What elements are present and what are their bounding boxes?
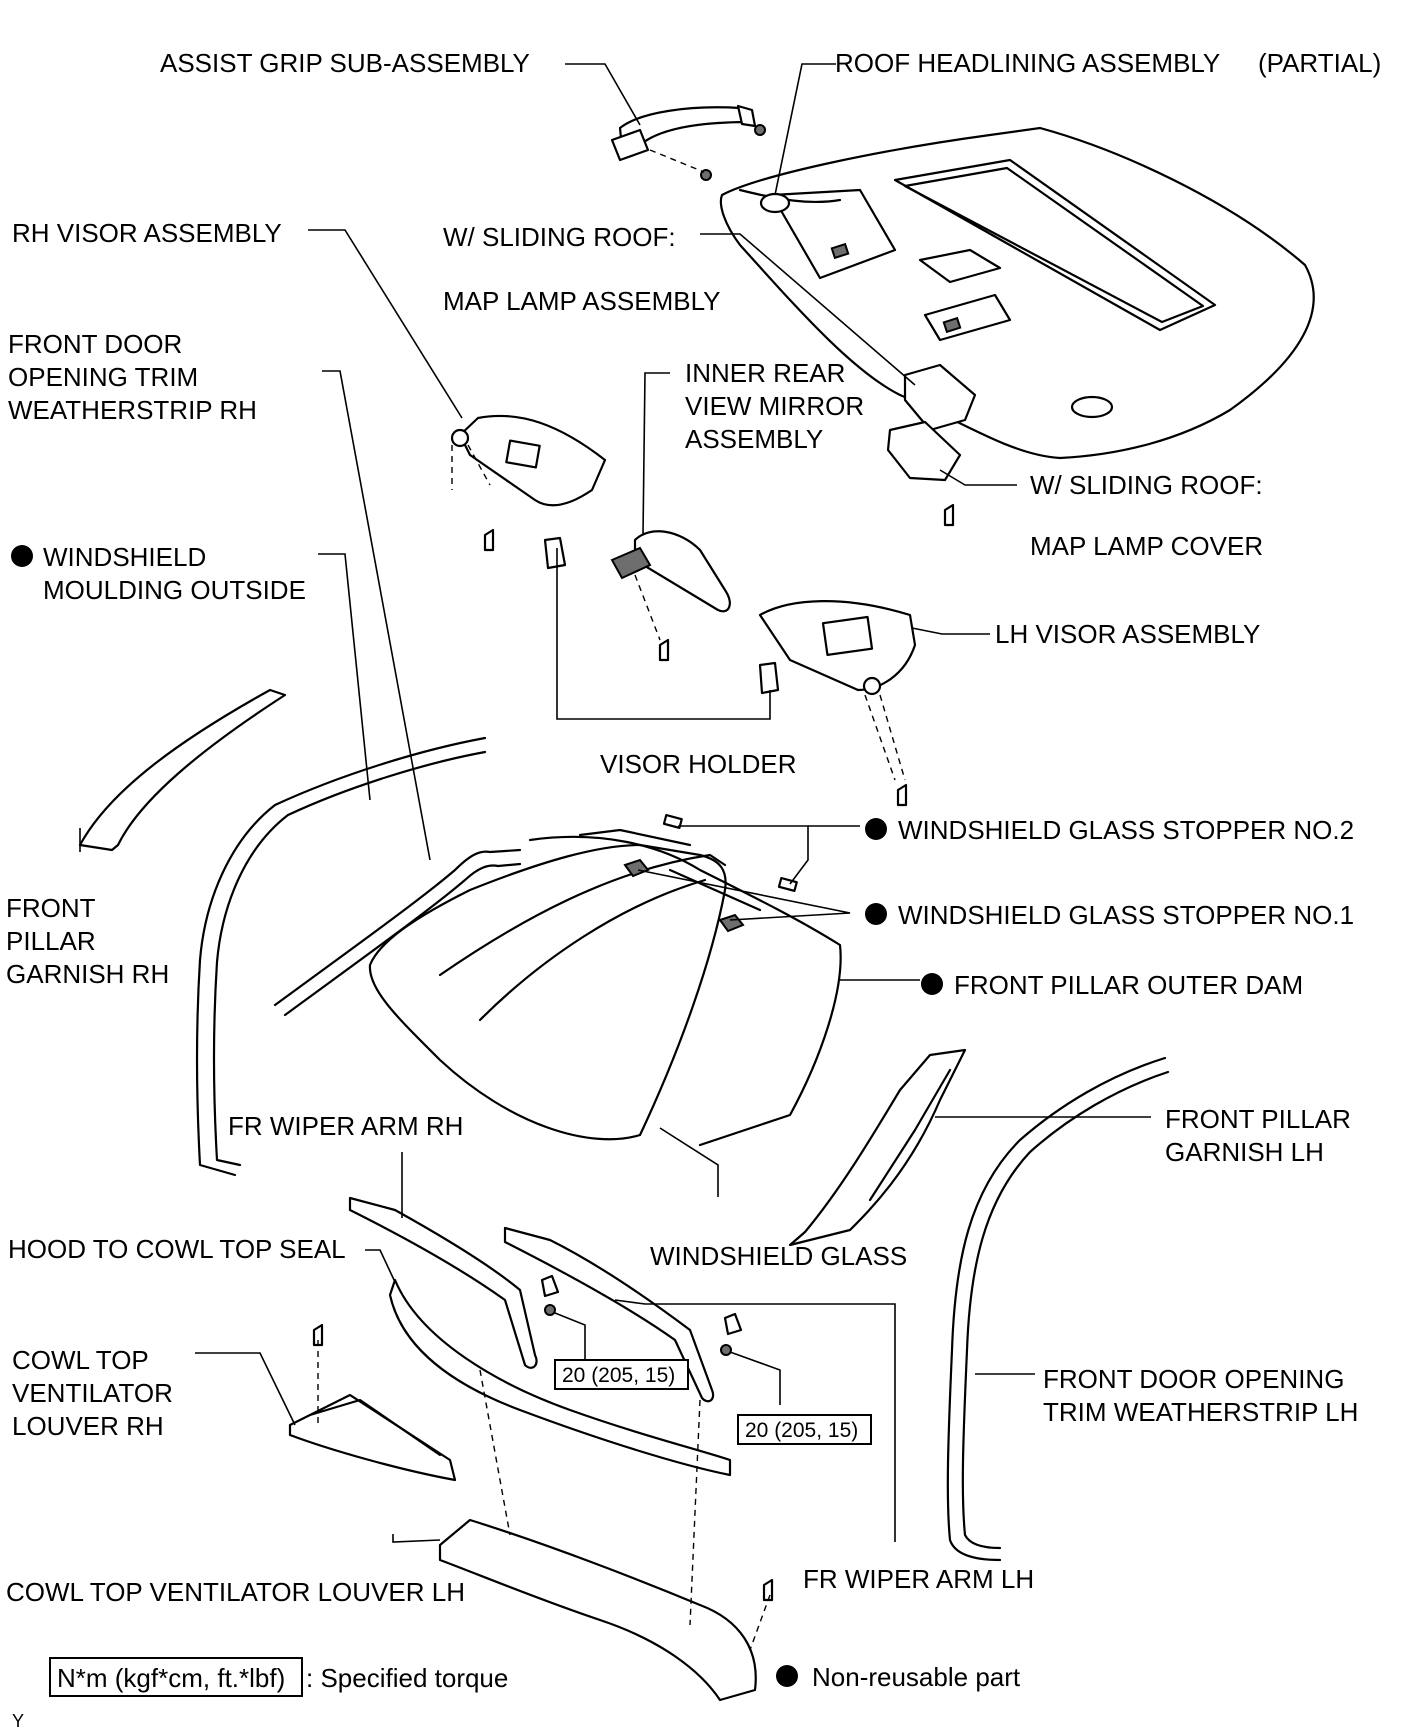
label-front-pillar-rh-3: GARNISH RH: [6, 959, 169, 989]
nonreusable-dot-outer-dam: [921, 973, 943, 995]
map-lamp-drawing: [886, 363, 977, 527]
front-pillar-outer-dam-drawing: [528, 828, 842, 1147]
label-sliding-roof-cover-2: MAP LAMP COVER: [1030, 531, 1263, 561]
label-front-pillar-lh-1: FRONT PILLAR: [1165, 1104, 1351, 1134]
label-windshield-glass: WINDSHIELD GLASS: [650, 1241, 907, 1271]
label-sliding-roof-lamp-1: W/ SLIDING ROOF:: [443, 222, 676, 252]
fr-wiper-arm-rh-drawing: [348, 1196, 538, 1369]
legend-torque-box: [49, 1657, 303, 1697]
label-front-pillar-rh-2: PILLAR: [6, 926, 96, 956]
label-front-door-trim-rh-2: OPENING TRIM: [8, 362, 198, 392]
legend-nonreusable-text: Non-reusable part: [812, 1662, 1021, 1692]
label-stopper-no1: WINDSHIELD GLASS STOPPER NO.1: [898, 900, 1354, 930]
legend-nonreusable-dot: [776, 1665, 798, 1687]
label-cowl-louver-rh-2: VENTILATOR: [12, 1378, 173, 1408]
cowl-louver-lh-drawing: [438, 1369, 774, 1702]
legend-torque-units: N*m (kgf*cm, ft.*lbf): [57, 1663, 285, 1693]
label-cowl-louver-rh-3: LOUVER RH: [12, 1411, 164, 1441]
rh-visor-drawing: [450, 414, 607, 552]
label-cowl-louver-rh-1: COWL TOP: [12, 1345, 149, 1375]
label-cowl-louver-lh: COWL TOP VENTILATOR LOUVER LH: [6, 1577, 465, 1607]
torque-value-rh: 20 (205, 15): [562, 1364, 675, 1387]
roof-headlining-drawing: [719, 126, 1315, 460]
label-front-pillar-lh-2: GARNISH LH: [1165, 1137, 1324, 1167]
inner-mirror-drawing: [610, 530, 731, 662]
label-inner-mirror-1: INNER REAR: [685, 358, 845, 388]
label-front-door-trim-rh-3: WEATHERSTRIP RH: [8, 395, 257, 425]
label-stopper-no2: WINDSHIELD GLASS STOPPER NO.2: [898, 815, 1354, 845]
nonreusable-dot-stopper-no1: [865, 903, 887, 925]
front-pillar-garnish-lh-drawing: [788, 1048, 967, 1247]
visor-holder-drawing: [543, 536, 780, 695]
label-sliding-roof-lamp-2: MAP LAMP ASSEMBLY: [443, 286, 720, 316]
label-sliding-roof-cover-1: W/ SLIDING ROOF:: [1030, 470, 1263, 500]
nonreusable-dot-moulding: [11, 545, 33, 567]
legend-torque-desc: : Specified torque: [306, 1663, 508, 1693]
label-roof-headlining: ROOF HEADLINING ASSEMBLY: [835, 48, 1220, 78]
label-windshield-moulding-2: MOULDING OUTSIDE: [43, 575, 306, 605]
label-rh-visor: RH VISOR ASSEMBLY: [12, 218, 282, 248]
label-inner-mirror-3: ASSEMBLY: [685, 424, 823, 454]
label-visor-holder: VISOR HOLDER: [600, 749, 797, 779]
front-door-trim-rh-drawing: [273, 848, 522, 1017]
label-hood-seal: HOOD TO COWL TOP SEAL: [8, 1234, 346, 1264]
label-front-door-trim-lh-1: FRONT DOOR OPENING: [1043, 1364, 1344, 1394]
nonreusable-dot-stopper-no2: [865, 818, 887, 840]
front-door-trim-lh-drawing: [946, 1056, 1170, 1562]
label-roof-headlining-partial: (PARTIAL): [1258, 48, 1381, 78]
corner-mark: Y: [12, 1711, 24, 1731]
label-outer-dam: FRONT PILLAR OUTER DAM: [954, 970, 1303, 1000]
label-assist-grip: ASSIST GRIP SUB-ASSEMBLY: [160, 48, 530, 78]
torque-value-lh: 20 (205, 15): [745, 1419, 858, 1442]
leader-lines: [79, 63, 1151, 1543]
label-fr-wiper-lh: FR WIPER ARM LH: [803, 1564, 1034, 1594]
windshield-glass-drawing: [368, 843, 727, 1141]
label-lh-visor: LH VISOR ASSEMBLY: [995, 619, 1260, 649]
label-front-pillar-rh-1: FRONT: [6, 893, 96, 923]
label-inner-mirror-2: VIEW MIRROR: [685, 391, 864, 421]
label-front-door-trim-lh-2: TRIM WEATHERSTRIP LH: [1043, 1397, 1358, 1427]
wiper-caps-drawing: [540, 1274, 743, 1356]
windshield-moulding-drawing: [195, 736, 487, 1177]
lh-visor-drawing: [758, 600, 917, 807]
torque-box-rh: [554, 1359, 689, 1390]
fr-wiper-arm-lh-drawing: [503, 1226, 715, 1403]
cowl-louver-rh-drawing: [288, 1323, 457, 1482]
legend: N*m (kgf*cm, ft.*lbf) : Specified torque…: [49, 1657, 1021, 1697]
hood-to-cowl-seal-drawing: [388, 1278, 732, 1477]
label-fr-wiper-rh: FR WIPER ARM RH: [228, 1111, 463, 1141]
assist-grip-drawing: [610, 104, 766, 181]
label-front-door-trim-rh-1: FRONT DOOR: [8, 329, 182, 359]
torque-box-lh: [737, 1414, 872, 1445]
label-windshield-moulding-1: WINDSHIELD: [43, 542, 206, 572]
front-pillar-garnish-rh-drawing: [78, 688, 287, 852]
